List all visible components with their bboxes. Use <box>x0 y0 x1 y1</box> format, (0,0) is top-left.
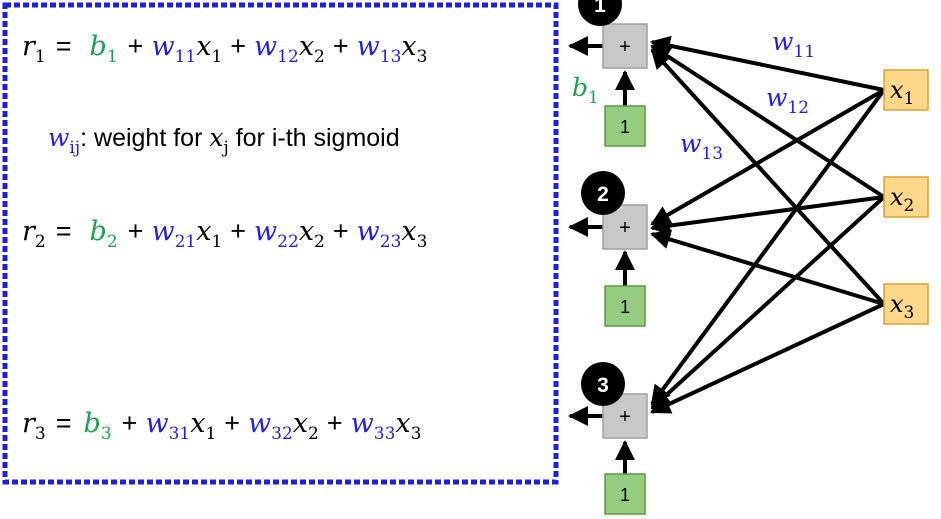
weight-label-w12: w12 <box>766 83 809 118</box>
edge-x3-s1 <box>650 48 886 306</box>
svg-text:+: + <box>619 406 631 428</box>
svg-text:1: 1 <box>620 485 630 505</box>
svg-text:3: 3 <box>597 374 609 397</box>
edge-x2-s2 <box>650 195 885 236</box>
input-node-x3: x3 <box>883 283 929 325</box>
edge-x1-s2 <box>650 88 886 226</box>
svg-text:1: 1 <box>620 117 630 137</box>
edge-x2-s3 <box>650 195 886 410</box>
connections <box>568 35 886 476</box>
svg-text:x2: x2 <box>890 183 914 216</box>
neuron-badge-1: 1 <box>578 0 622 26</box>
svg-text:x1: x1 <box>890 76 914 109</box>
weight-label-w13: w13 <box>680 129 723 164</box>
svg-text:1: 1 <box>594 0 606 17</box>
input-node-x2: x2 <box>883 176 929 218</box>
equation-frame <box>2 2 559 485</box>
bias-label-b1: b1 <box>572 73 599 108</box>
input-node-x1: x1 <box>883 69 929 111</box>
sum-node-1: + <box>602 23 648 69</box>
sum-node-2: + <box>602 204 648 250</box>
edge-x3-s2 <box>650 229 885 306</box>
bias-node-3: 1 <box>604 473 646 515</box>
neuron-badge-2: 2 <box>581 171 625 215</box>
edge-x1-s1 <box>650 35 885 92</box>
equation-r1: r1=b1+w11x1+w12x2+w13x3 <box>22 31 427 67</box>
edge-x1-s3 <box>650 88 886 406</box>
neuron-badge-3: 3 <box>581 362 625 406</box>
edge-x3-s3 <box>650 302 885 414</box>
equation-r3: r3=b3+w31x1+w32x2+w33x3 <box>22 408 421 444</box>
bias-node-1: 1 <box>604 105 646 147</box>
weight-label-w11: w11 <box>772 27 815 62</box>
svg-text:1: 1 <box>620 297 630 317</box>
bias-node-2: 1 <box>604 285 646 327</box>
svg-text:2: 2 <box>597 183 609 206</box>
svg-text:x3: x3 <box>890 290 914 323</box>
svg-text:+: + <box>619 217 631 239</box>
equation-r2: r2=b2+w21x1+w22x2+w23x3 <box>22 216 427 252</box>
weight-note: wij: weight for xj for i-th sigmoid <box>48 123 400 158</box>
svg-text:+: + <box>619 36 631 58</box>
edge-x2-s1 <box>650 44 886 199</box>
